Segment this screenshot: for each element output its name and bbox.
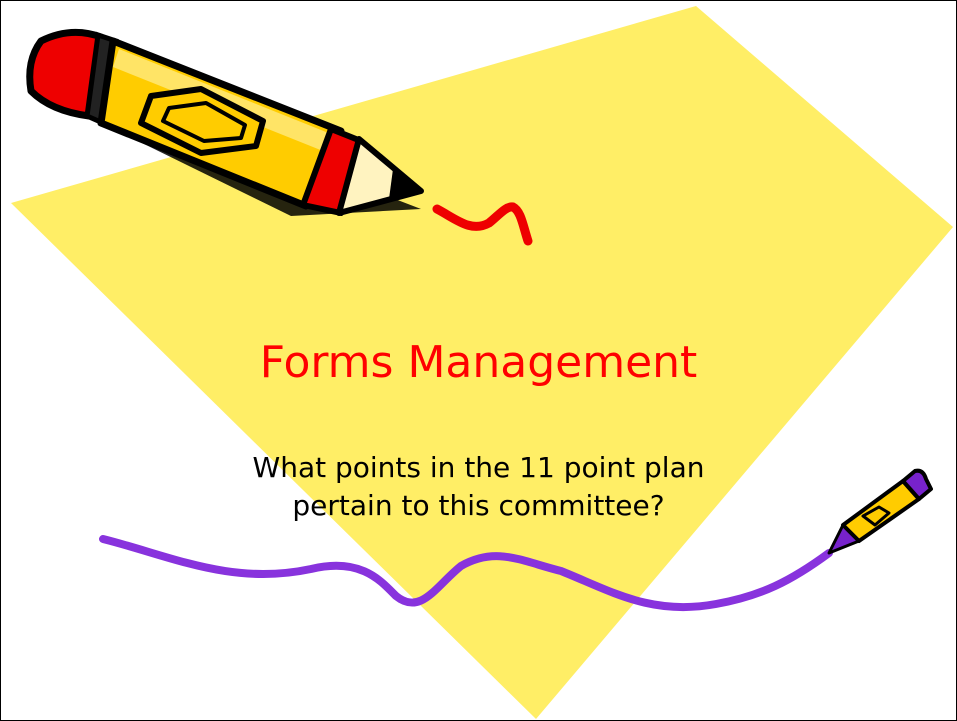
- slide-subtitle: What points in the 11 point plan pertain…: [1, 449, 956, 525]
- subtitle-line-2: pertain to this committee?: [292, 489, 665, 522]
- subtitle-line-1: What points in the 11 point plan: [252, 451, 705, 484]
- red-squiggle: [432, 202, 533, 246]
- pencil-icon: [26, 28, 424, 216]
- purple-squiggle: [99, 535, 833, 612]
- slide-title: Forms Management: [259, 337, 698, 388]
- small-pencil-icon: [827, 468, 933, 555]
